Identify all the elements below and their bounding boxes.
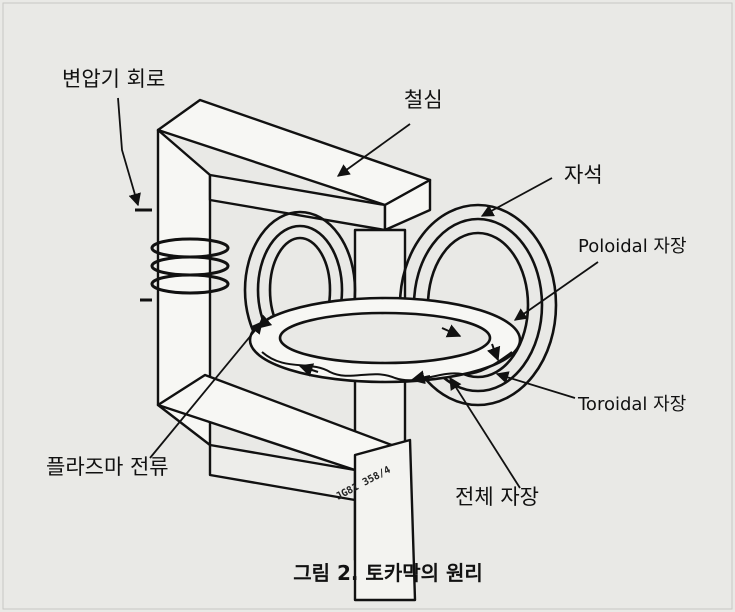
transformer-coil [135, 208, 230, 302]
leader-arrows [117, 97, 599, 489]
iron-core-label: 철심 [404, 88, 443, 112]
transformer-circuit-label: 변압기 회로 [62, 67, 165, 91]
figure-caption: 그림 2. 토카막의 원리 [293, 561, 483, 585]
total-field-label: 전체 자장 [455, 485, 539, 509]
magnet-label: 자석 [564, 163, 603, 187]
torus [248, 296, 522, 384]
toroidal-field-label: Toroidal 자장 [577, 394, 686, 415]
plasma-current-label: 플라즈마 전류 [46, 455, 169, 479]
poloidal-field-label: Poloidal 자장 [578, 236, 687, 257]
